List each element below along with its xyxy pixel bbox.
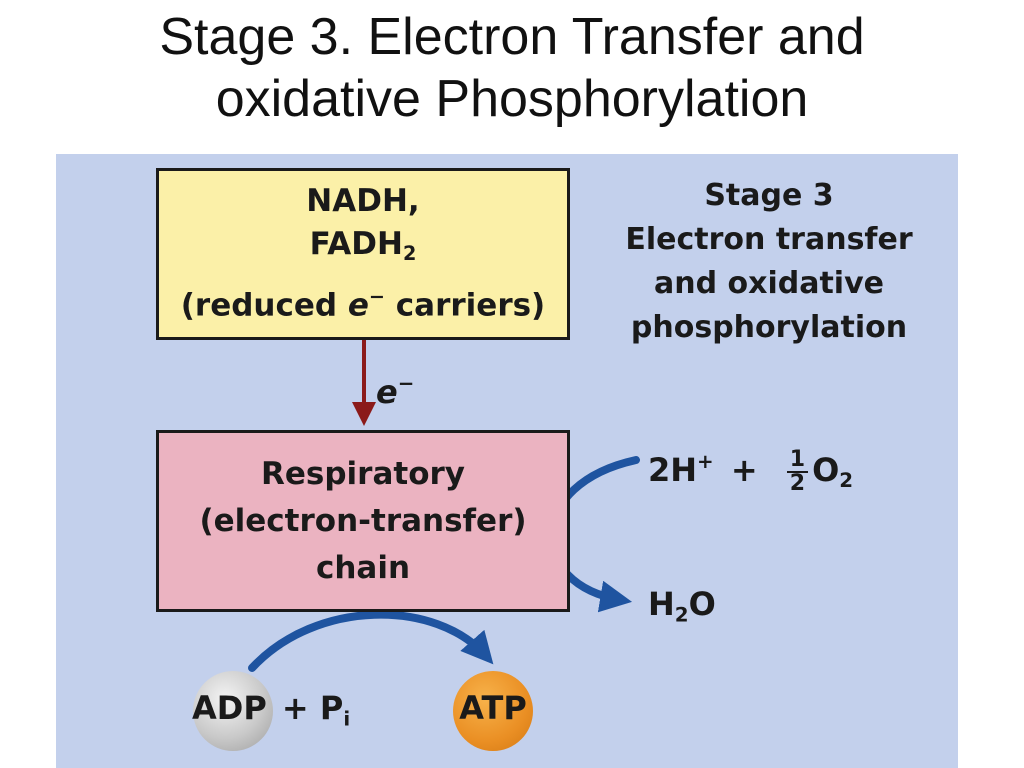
stage-label-line-4: phosphorylation bbox=[630, 310, 908, 345]
water-o: O bbox=[688, 585, 716, 623]
slide-title-line-2: oxidative Phosphorylation bbox=[215, 70, 809, 128]
reduced-carriers-box: NADH, FADH2 (reduced e− carriers) bbox=[156, 168, 570, 340]
electron-charge: − bbox=[368, 285, 385, 309]
electron-symbol: e bbox=[347, 287, 369, 324]
proton-text: 2H bbox=[648, 450, 698, 489]
carriers-line-1: NADH, bbox=[306, 183, 420, 220]
stage-label-line-3: and oxidative bbox=[653, 266, 884, 301]
respiratory-chain-box: Respiratory (electron-transfer) chain bbox=[156, 430, 570, 612]
stage-3-label: Stage 3 Electron transfer and oxidative … bbox=[602, 174, 936, 350]
reactant-label: 2H+ + 1 2 O2 bbox=[648, 442, 853, 501]
adp-circle bbox=[193, 671, 273, 751]
water-h: H bbox=[648, 585, 675, 623]
water-subscript: 2 bbox=[674, 603, 689, 627]
adp-pi-label: ADP + Pi bbox=[192, 688, 350, 739]
electron-label-charge: − bbox=[397, 372, 415, 395]
carriers-line-3: (reduced e− carriers) bbox=[181, 275, 545, 327]
chain-line-3: chain bbox=[315, 549, 411, 586]
reactant-plus: + bbox=[730, 450, 758, 489]
phosphate-text: + P bbox=[281, 689, 344, 727]
chain-line-1: Respiratory bbox=[261, 455, 465, 492]
carriers-line-3-pre: (reduced bbox=[180, 287, 348, 324]
fadh-subscript: 2 bbox=[402, 242, 417, 266]
adp-text: ADP bbox=[192, 689, 267, 727]
electron-label: e− bbox=[376, 364, 414, 412]
stage-label-line-2: Electron transfer bbox=[625, 222, 913, 257]
atp-circle bbox=[453, 671, 533, 751]
chain-line-2: (electron-transfer) bbox=[199, 502, 527, 539]
diagram-panel: NADH, FADH2 (reduced e− carriers) e− Res… bbox=[56, 154, 958, 768]
oxygen-text: O bbox=[812, 450, 840, 489]
water-label: H2O bbox=[648, 584, 716, 635]
adp-to-atp-arrow bbox=[248, 610, 494, 672]
oxygen-subscript: 2 bbox=[839, 469, 854, 493]
phosphate-subscript: i bbox=[343, 707, 351, 731]
slide-title-line-1: Stage 3. Electron Transfer and bbox=[159, 8, 865, 66]
fraction-denominator: 2 bbox=[789, 470, 806, 496]
proton-charge: + bbox=[697, 450, 714, 473]
one-half-fraction: 1 2 bbox=[786, 448, 809, 496]
atp-label: ATP bbox=[459, 689, 527, 727]
carriers-line-3-post: carriers) bbox=[385, 287, 546, 324]
electron-label-symbol: e bbox=[376, 372, 398, 411]
stage-label-line-1: Stage 3 bbox=[704, 178, 834, 213]
fraction-numerator: 1 bbox=[786, 448, 809, 473]
fadh-text: FADH bbox=[309, 226, 403, 263]
carriers-line-2: FADH2 bbox=[310, 223, 417, 275]
slide-title: Stage 3. Electron Transfer and oxidative… bbox=[0, 0, 1024, 130]
